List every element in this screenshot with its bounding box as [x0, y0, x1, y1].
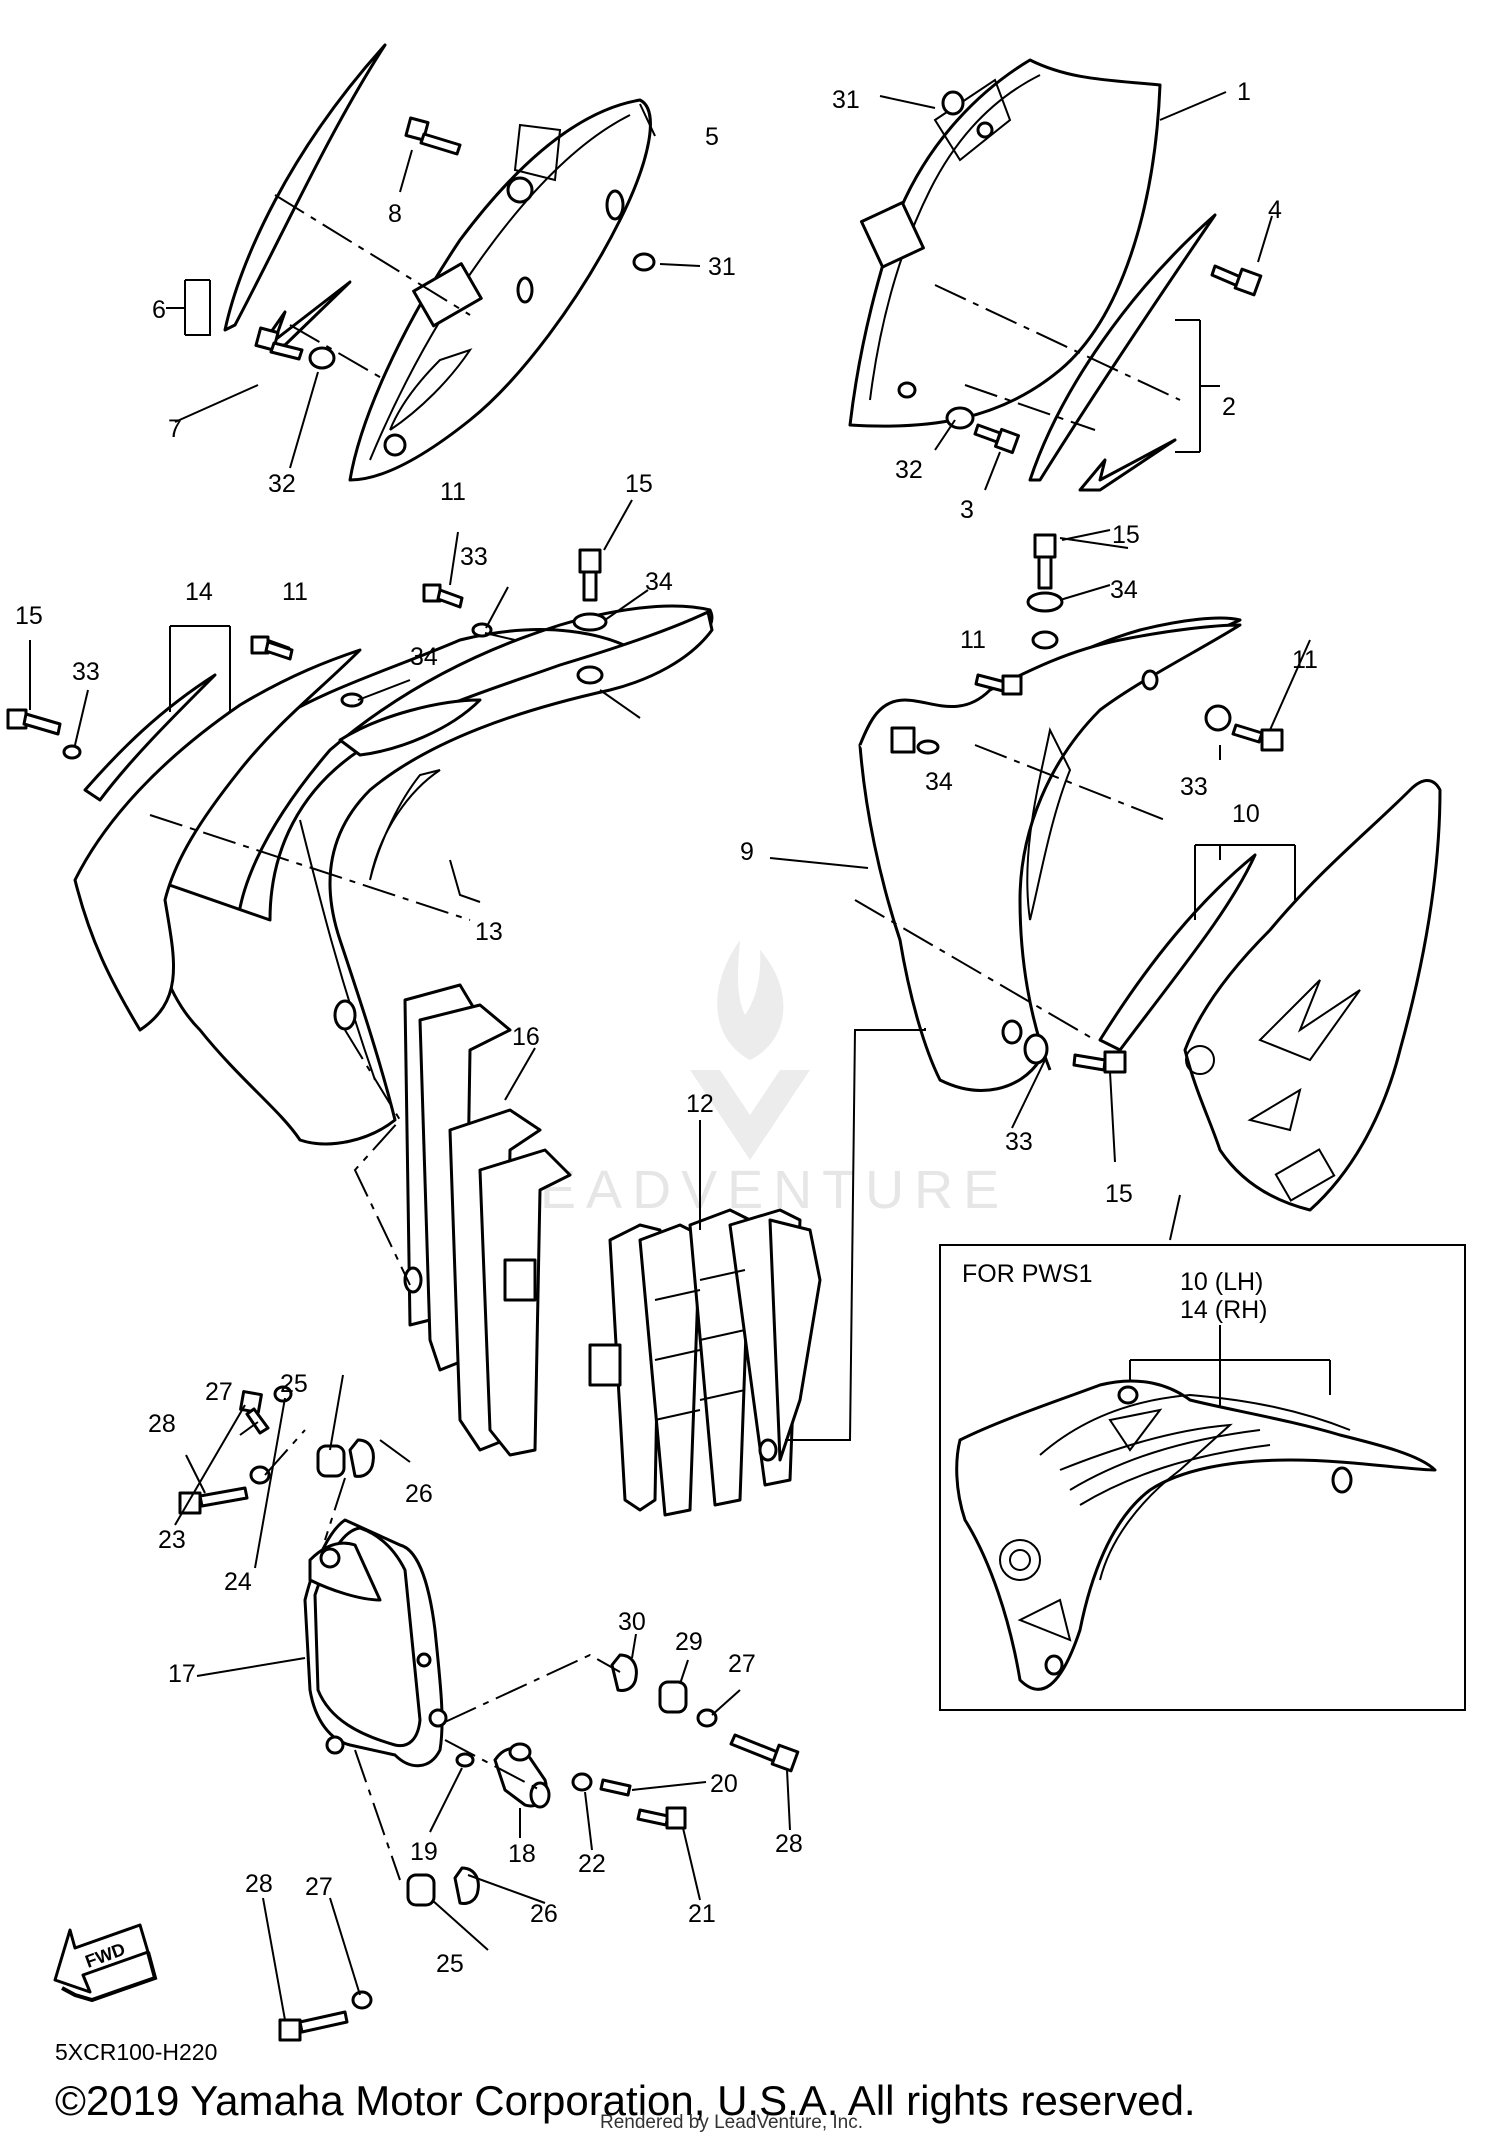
side-cover-left [348, 98, 652, 482]
callout-26a: 26 [405, 1480, 433, 1508]
callout-27b: 27 [728, 1650, 756, 1678]
callout-28c: 28 [245, 1870, 273, 1898]
callout-15d: 15 [1105, 1180, 1133, 1208]
callout-9: 9 [740, 838, 754, 866]
inset-label-10lh: 10 (LH) [1180, 1268, 1263, 1296]
callout-31a: 31 [832, 86, 860, 114]
callout-26b: 26 [530, 1900, 558, 1928]
callout-20: 20 [710, 1770, 738, 1798]
watermark-text: LEADVENTURE [500, 1160, 1009, 1220]
callout-24: 24 [224, 1568, 252, 1596]
callout-18: 18 [508, 1840, 536, 1868]
radiator-guard-12 [588, 1208, 822, 1517]
callout-33d: 33 [1005, 1128, 1033, 1156]
callout-2: 2 [1222, 393, 1236, 421]
callout-28a: 28 [148, 1410, 176, 1438]
callout-22: 22 [578, 1850, 606, 1878]
callout-34b: 34 [1110, 576, 1138, 604]
callout-11c: 11 [282, 578, 308, 606]
radiator-shroud-right [858, 616, 1242, 1092]
callout-32b: 32 [895, 456, 923, 484]
callout-11b: 11 [1292, 646, 1318, 674]
callout-33a: 33 [460, 543, 488, 571]
rendered-by: Rendered by LeadVenture, Inc. [600, 2112, 863, 2133]
callout-34d: 34 [925, 768, 953, 796]
callout-23: 23 [158, 1526, 186, 1554]
callout-32a: 32 [268, 470, 296, 498]
callout-33c: 33 [1180, 773, 1208, 801]
callout-4: 4 [1268, 196, 1282, 224]
callout-21: 21 [688, 1900, 716, 1928]
leader-lines [29, 91, 1311, 2021]
callout-7: 7 [168, 415, 182, 443]
callout-15a: 15 [15, 602, 43, 630]
callout-25b: 25 [436, 1950, 464, 1978]
callout-13: 13 [475, 918, 503, 946]
callout-8: 8 [388, 200, 402, 228]
radiator-shroud-left-decal [73, 648, 362, 1032]
callout-17: 17 [168, 1660, 196, 1688]
fasteners [6, 90, 1284, 2042]
callout-3: 3 [960, 496, 974, 524]
callout-12: 12 [686, 1090, 714, 1118]
callout-19: 19 [410, 1838, 438, 1866]
radiator-shroud-left [150, 604, 714, 1146]
alignment-lines [149, 194, 1181, 1881]
callout-6: 6 [152, 296, 166, 324]
callout-25a: 25 [280, 1370, 308, 1398]
fwd-arrow-icon: FWD [53, 1923, 158, 2003]
callout-5: 5 [705, 123, 719, 151]
callout-15c: 15 [1112, 521, 1140, 549]
callout-31b: 31 [708, 253, 736, 281]
callout-1: 1 [1237, 78, 1251, 106]
callout-28b: 28 [775, 1830, 803, 1858]
callouts: 1 2 3 4 5 6 7 8 9 10 11 11 11 11 12 13 1… [15, 78, 1318, 1978]
inset-label-14rh: 14 (RH) [1180, 1296, 1268, 1324]
inset-title: FOR PWS1 [962, 1260, 1093, 1288]
side-cover-left-decal [223, 43, 387, 347]
callout-15b: 15 [625, 470, 653, 498]
callout-33b: 33 [72, 658, 100, 686]
side-cover-right-decal [1028, 213, 1217, 492]
radiator-guard-16 [403, 983, 572, 1457]
hose-fitting [455, 1742, 551, 1809]
copyright-notice: ©2019 Yamaha Motor Corporation, U.S.A. A… [55, 2077, 1196, 2124]
callout-30: 30 [618, 1608, 646, 1636]
callout-27a: 27 [205, 1378, 233, 1406]
callout-34c: 34 [410, 643, 438, 671]
callout-16: 16 [512, 1023, 540, 1051]
callout-29: 29 [675, 1628, 703, 1656]
callout-27c: 27 [305, 1873, 333, 1901]
callout-10: 10 [1232, 800, 1260, 828]
watermark: LEADVENTURE [500, 940, 1009, 1220]
radiator-shroud-right-decal [1098, 779, 1442, 1212]
callout-14: 14 [185, 578, 213, 606]
diagram-code: 5XCR100-H220 [55, 2039, 217, 2065]
callout-11d: 11 [440, 478, 466, 506]
inset-pws1: FOR PWS1 10 (LH) 14 (RH) [939, 1244, 1466, 1711]
callout-34a: 34 [645, 568, 673, 596]
coolant-reservoir [303, 1518, 448, 1768]
side-cover-right [848, 58, 1162, 428]
callout-11a: 11 [960, 626, 986, 654]
